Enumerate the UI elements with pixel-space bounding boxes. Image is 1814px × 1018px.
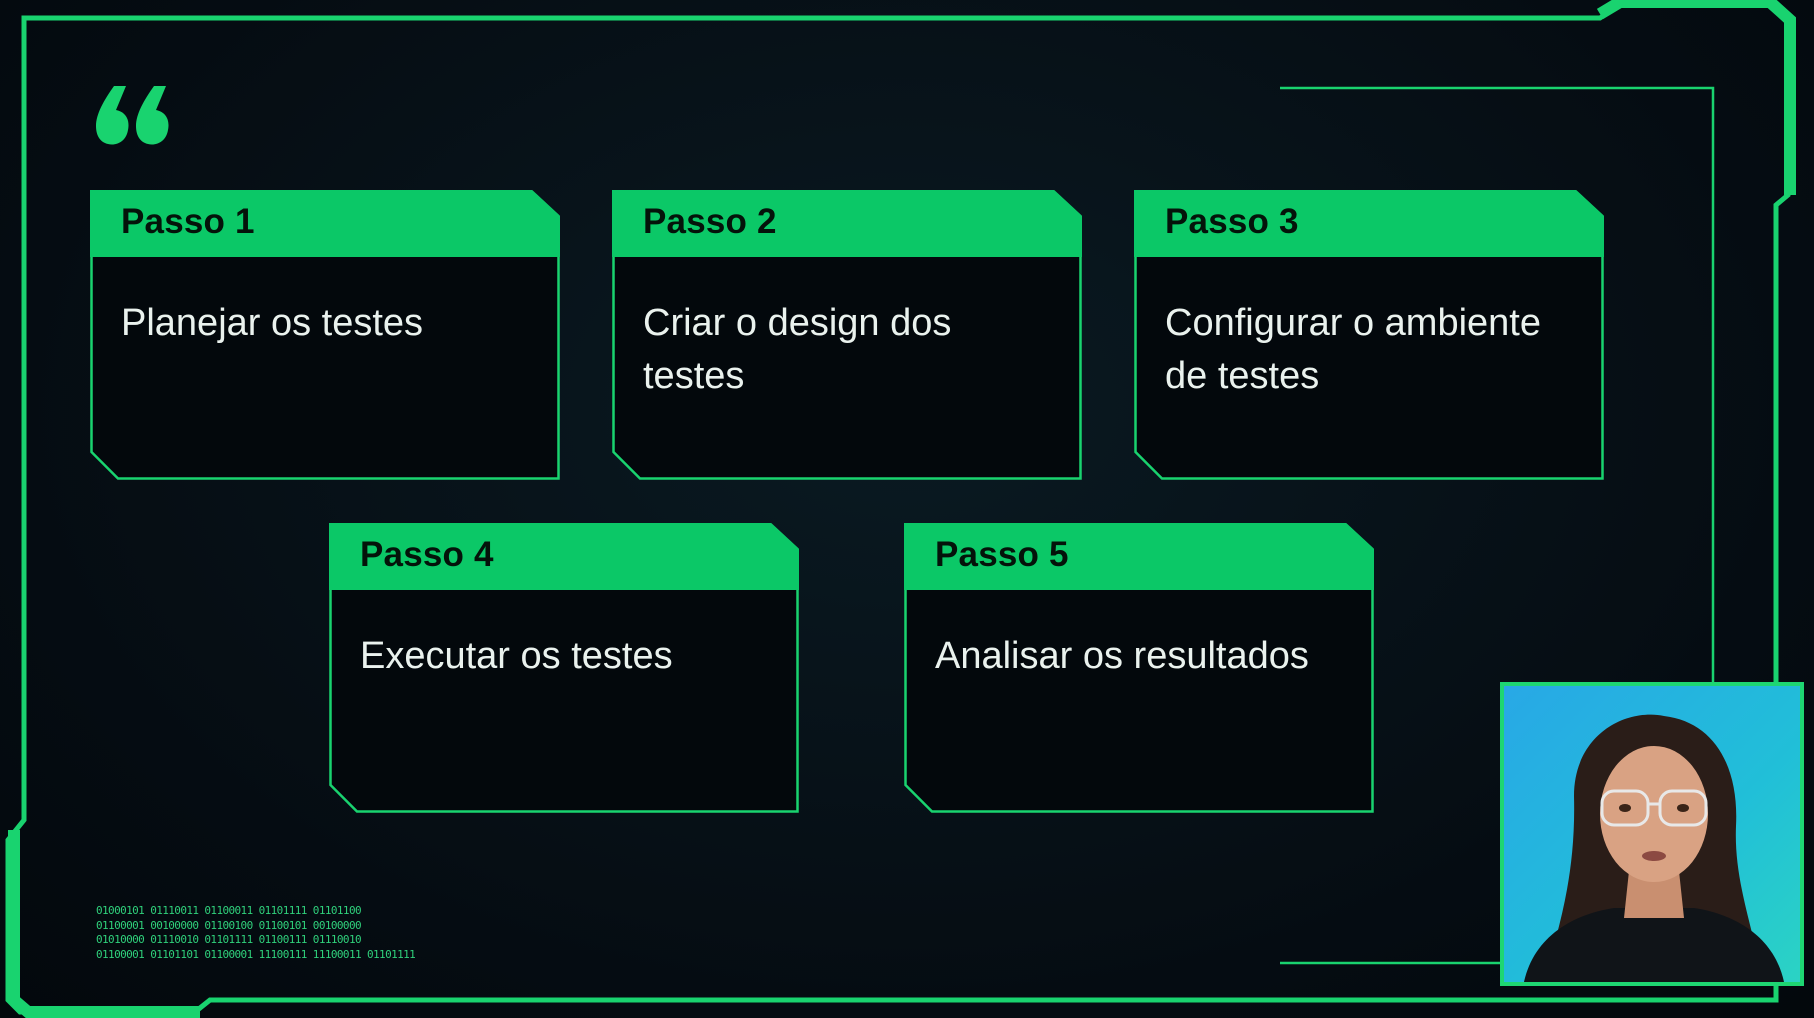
card-frame [612, 190, 1082, 480]
binary-line: 01010000 01110010 01101111 01100111 0111… [96, 933, 362, 946]
step-description: Planejar os testes [121, 302, 424, 344]
step-card-3: Passo 3 Configurar o ambiente de testes [1134, 190, 1604, 480]
step-card-5: Passo 5 Analisar os resultados [904, 523, 1374, 813]
presenter-webcam [1500, 682, 1804, 986]
presenter-video [1504, 686, 1800, 982]
step-title: Passo 5 [935, 535, 1069, 574]
card-frame [904, 523, 1374, 813]
step-card-1: Passo 1 Planejar os testes [90, 190, 560, 480]
quote-mark-icon [96, 86, 169, 145]
binary-line: 01100001 01101101 01100001 11100111 1110… [96, 947, 416, 961]
step-title: Passo 3 [1165, 202, 1299, 241]
step-card-2: Passo 2 Criar o design dos testes [612, 190, 1082, 480]
step-description: Executar os testes [360, 635, 673, 677]
binary-line: 01100001 00100000 01100100 01100101 0010… [96, 918, 362, 932]
binary-line: 01000101 01110011 01100011 01101111 0110… [96, 904, 362, 917]
card-frame [1134, 190, 1604, 480]
binary-decoration: 01000101 01110011 01100011 01101111 0110… [96, 904, 416, 962]
card-frame [329, 523, 799, 813]
step-description: Analisar os resultados [935, 635, 1309, 677]
step-description: Configurar o ambiente de testes [1165, 302, 1541, 397]
card-frame [90, 190, 560, 480]
step-title: Passo 1 [121, 202, 255, 241]
step-title: Passo 4 [360, 535, 494, 574]
step-title: Passo 2 [643, 202, 777, 241]
step-description: Criar o design dos testes [643, 302, 952, 397]
step-card-4: Passo 4 Executar os testes [329, 523, 799, 813]
